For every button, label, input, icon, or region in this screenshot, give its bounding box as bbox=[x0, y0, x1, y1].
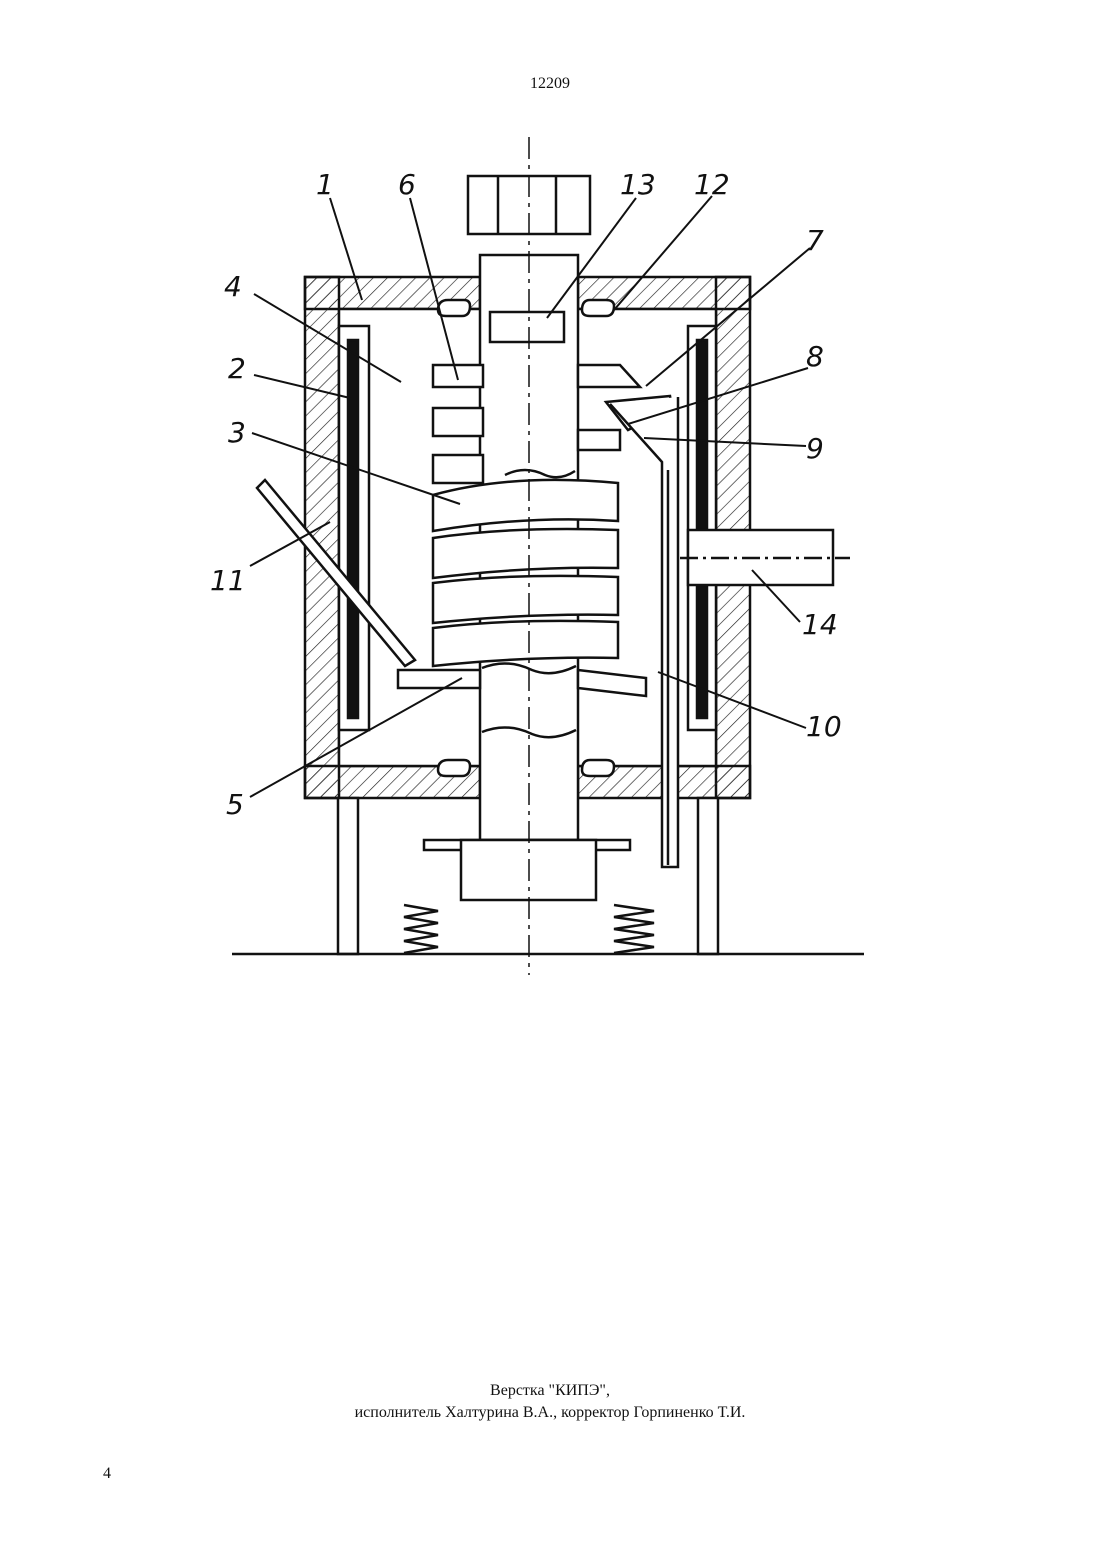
bottom-left-seal bbox=[438, 760, 470, 776]
part-label-13: 13 bbox=[620, 168, 656, 201]
top-right-seal bbox=[582, 300, 614, 316]
bottom-vane-left bbox=[398, 670, 480, 688]
vane-2-left bbox=[433, 408, 483, 436]
part-label-8: 8 bbox=[806, 340, 824, 373]
part-label-6: 6 bbox=[398, 168, 416, 201]
top-left-seal bbox=[438, 300, 470, 316]
part-label-9: 9 bbox=[806, 432, 824, 465]
right-leg bbox=[698, 798, 718, 954]
part-label-4: 4 bbox=[224, 270, 242, 303]
credits: Верстка "КИПЭ", исполнитель Халтурина В.… bbox=[0, 1380, 1100, 1424]
vane-top-left bbox=[433, 365, 483, 387]
credits-layout: Верстка "КИПЭ", bbox=[0, 1380, 1100, 1402]
part-label-7: 7 bbox=[806, 224, 824, 257]
part-label-10: 10 bbox=[806, 710, 842, 743]
bottom-right-seal bbox=[582, 760, 614, 776]
part-label-5: 5 bbox=[226, 788, 244, 821]
part-label-3: 3 bbox=[228, 416, 246, 449]
part-label-2: 2 bbox=[228, 352, 246, 385]
left-leg bbox=[338, 798, 358, 954]
part-label-11: 11 bbox=[210, 564, 246, 597]
left-heater-element bbox=[348, 340, 358, 718]
coupling-block bbox=[490, 312, 564, 342]
vane-2-right bbox=[578, 430, 620, 450]
part-label-1: 1 bbox=[316, 168, 334, 201]
page-number: 4 bbox=[103, 1465, 111, 1483]
vane-3-left bbox=[433, 455, 483, 483]
left-spring bbox=[404, 905, 438, 953]
credits-staff: исполнитель Халтурина В.А., корректор Го… bbox=[0, 1402, 1100, 1424]
part-label-12: 12 bbox=[694, 168, 730, 201]
part-label-14: 14 bbox=[802, 608, 838, 641]
right-spring bbox=[614, 905, 654, 953]
